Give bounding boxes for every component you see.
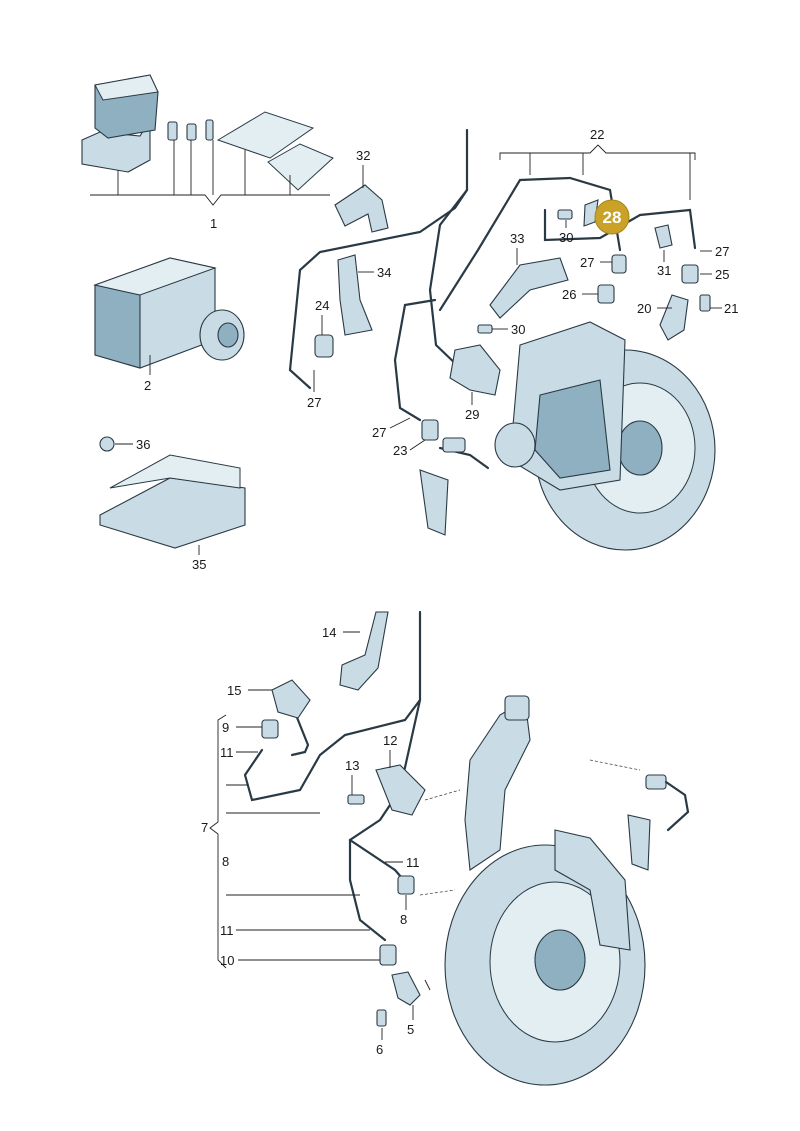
label-11b: 11 bbox=[406, 855, 420, 870]
label-24: 24 bbox=[315, 298, 329, 313]
knuckle-part bbox=[464, 699, 531, 871]
connector-25-part bbox=[681, 264, 699, 284]
bracket-29-part bbox=[449, 344, 501, 396]
bolts-part bbox=[167, 119, 214, 141]
label-33: 33 bbox=[510, 231, 524, 246]
pad-sensor-part bbox=[419, 469, 449, 536]
label-27a: 27 bbox=[307, 395, 321, 410]
label-1: 1 bbox=[210, 216, 217, 231]
clip-31-part bbox=[654, 224, 673, 249]
abs-module-group: 2 bbox=[93, 257, 245, 393]
bracket-14-part bbox=[339, 611, 389, 691]
label-5: 5 bbox=[407, 1022, 414, 1037]
label-25: 25 bbox=[715, 267, 729, 282]
label-8a: 8 bbox=[222, 854, 229, 869]
label-11a: 11 bbox=[220, 745, 234, 760]
sensor-24-part bbox=[314, 334, 334, 358]
label-8b: 8 bbox=[400, 912, 407, 927]
label-13: 13 bbox=[345, 758, 359, 773]
sensor-20-part bbox=[659, 294, 689, 341]
connector-10-part bbox=[379, 944, 397, 966]
bracket-32-part bbox=[334, 184, 389, 233]
bolt-21-part bbox=[699, 294, 711, 312]
label-26: 26 bbox=[562, 287, 576, 302]
label-6: 6 bbox=[376, 1042, 383, 1057]
control-unit-group: 36 35 bbox=[99, 436, 246, 572]
label-36: 36 bbox=[136, 437, 150, 452]
label-29: 29 bbox=[465, 407, 479, 422]
top-brake-group: 32 34 24 27 27 23 29 30 33 bbox=[288, 127, 738, 551]
connector-9-part bbox=[261, 719, 279, 739]
label-7: 7 bbox=[201, 820, 208, 835]
label-15: 15 bbox=[227, 683, 241, 698]
label-31: 31 bbox=[657, 263, 671, 278]
label-32: 32 bbox=[356, 148, 370, 163]
bolt-13-part bbox=[347, 794, 365, 805]
label-30a: 30 bbox=[559, 230, 573, 245]
connector-26-part bbox=[597, 284, 615, 304]
abs-kit-group: 1 bbox=[81, 74, 334, 231]
label-12: 12 bbox=[383, 733, 397, 748]
connector-23-part bbox=[421, 419, 439, 441]
nut-part bbox=[99, 436, 115, 452]
control-unit-part bbox=[99, 477, 246, 549]
label-10: 10 bbox=[220, 953, 234, 968]
label-20: 20 bbox=[637, 301, 651, 316]
label-27d: 27 bbox=[715, 244, 729, 259]
label-21: 21 bbox=[724, 301, 738, 316]
label-14: 14 bbox=[322, 625, 336, 640]
bracket-12-part bbox=[375, 764, 426, 816]
bracket-33-part bbox=[489, 257, 569, 319]
bolt-6-part bbox=[376, 1009, 387, 1027]
document-part bbox=[216, 111, 315, 159]
bracket-34-part bbox=[337, 254, 373, 336]
label-30b: 30 bbox=[511, 322, 525, 337]
bracket-15-part bbox=[271, 679, 311, 719]
callout-28-label: 28 bbox=[603, 208, 622, 227]
label-9: 9 bbox=[222, 720, 229, 735]
label-23: 23 bbox=[393, 443, 407, 458]
connector-8-part bbox=[397, 875, 415, 895]
abs-housing-top bbox=[94, 74, 159, 101]
front-caliper-part bbox=[554, 829, 631, 951]
sensor-5-part bbox=[391, 971, 421, 1006]
document-part bbox=[267, 143, 334, 191]
label-27b: 27 bbox=[372, 425, 386, 440]
front-pad-part bbox=[627, 814, 651, 871]
label-2: 2 bbox=[144, 378, 151, 393]
label-34: 34 bbox=[377, 265, 391, 280]
label-11c: 11 bbox=[220, 923, 234, 938]
bottom-brake-group: 14 15 9 11 12 13 11 8 7 8 bbox=[201, 610, 690, 1086]
label-35: 35 bbox=[192, 557, 206, 572]
label-27c: 27 bbox=[580, 255, 594, 270]
callout-28[interactable] bbox=[594, 199, 630, 235]
label-22: 22 bbox=[590, 127, 604, 142]
